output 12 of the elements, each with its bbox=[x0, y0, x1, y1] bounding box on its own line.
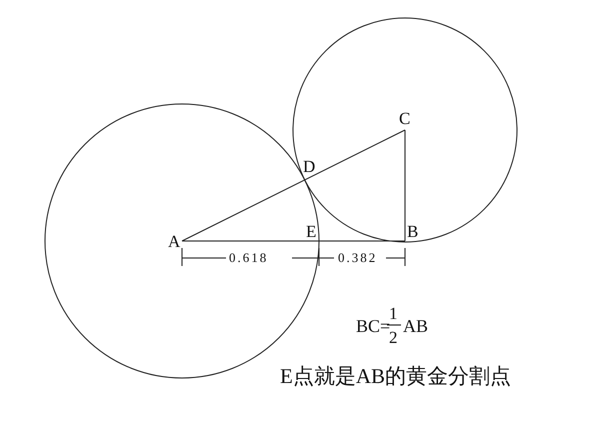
dimension-label: 0.618 bbox=[229, 251, 268, 264]
caption: E点就是AB的黄金分割点 bbox=[280, 366, 511, 387]
point-label: C bbox=[399, 110, 410, 127]
formula-text: AB bbox=[403, 317, 428, 335]
dimension-label: 0.382 bbox=[338, 251, 378, 264]
point-label: E bbox=[306, 223, 316, 240]
point-label: A bbox=[168, 233, 180, 250]
fraction-denominator: 2 bbox=[389, 329, 398, 346]
point-label: B bbox=[407, 223, 418, 240]
point-label: D bbox=[303, 158, 316, 175]
formula-text: BC= bbox=[356, 317, 390, 335]
fraction-numerator: 1 bbox=[389, 305, 398, 322]
